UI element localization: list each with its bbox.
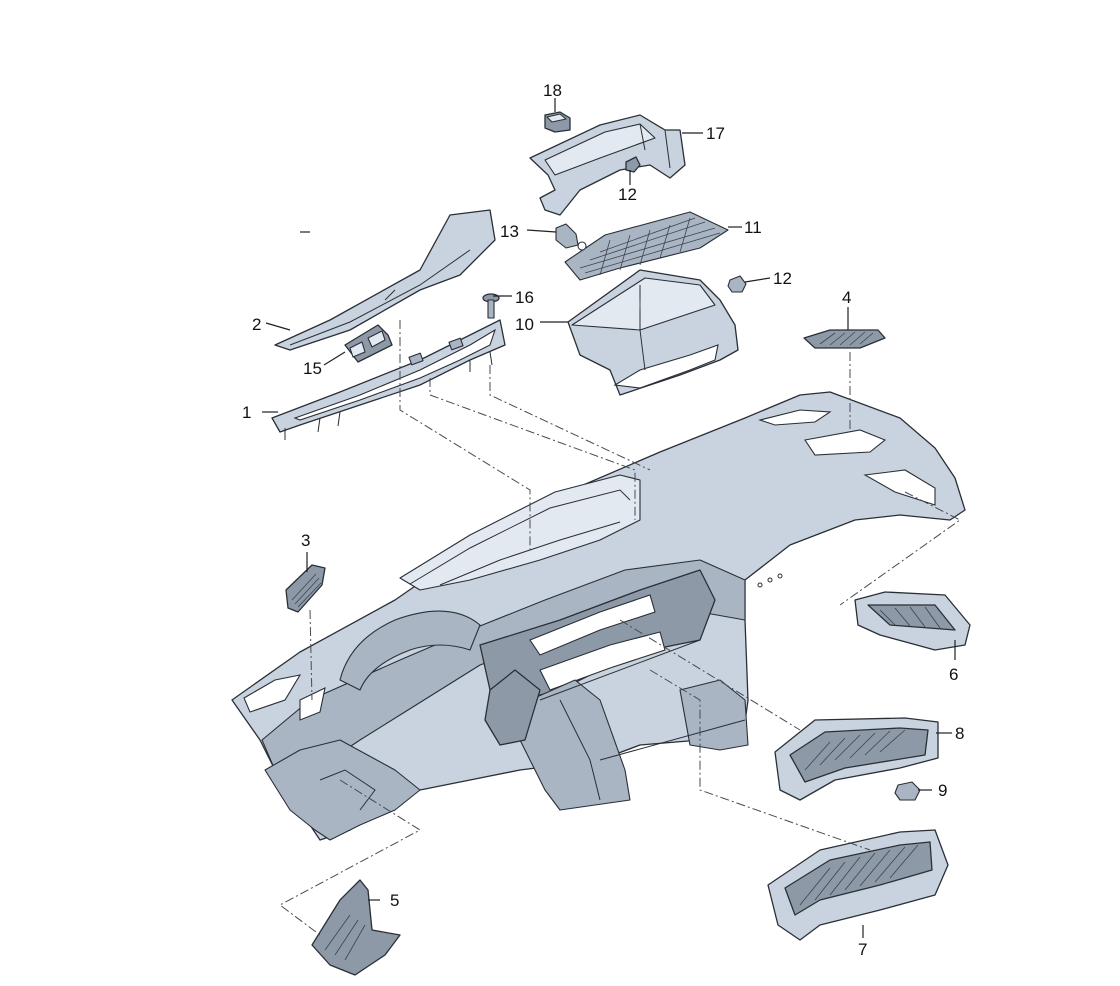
callout-18: 18 — [543, 81, 562, 100]
part-2-cover-strip — [274, 209, 496, 351]
part-18-module — [544, 111, 571, 133]
part-17-upper-housing — [529, 114, 686, 216]
part-16-screw — [482, 293, 500, 319]
callout-11: 11 — [744, 218, 762, 237]
part-11-mesh-cover — [564, 211, 729, 281]
part-5-lower-left-vent — [311, 879, 401, 976]
part-3-side-vent — [285, 564, 326, 613]
callout-16: 16 — [515, 288, 534, 307]
callout-1: 1 — [242, 403, 251, 422]
part-13-bracket — [555, 223, 587, 251]
part-9-clip — [894, 781, 921, 801]
callout-13: 13 — [500, 222, 519, 241]
callout-7: 7 — [858, 940, 867, 959]
callout-5: 5 — [390, 891, 399, 910]
part-12-clip-right — [727, 275, 747, 293]
callout-6: 6 — [949, 665, 958, 684]
callout-labels: 1 2 15 3 4 5 6 7 8 9 10 11 12 12 13 16 1… — [242, 81, 964, 959]
part-10-glove-box — [567, 269, 739, 396]
callout-10: 10 — [515, 315, 534, 334]
callout-17: 17 — [706, 124, 725, 143]
callout-12-right: 12 — [773, 269, 792, 288]
callout-4: 4 — [842, 288, 851, 307]
callout-3: 3 — [301, 531, 310, 550]
part-6-air-vent — [854, 591, 971, 651]
callout-8: 8 — [955, 724, 964, 743]
callout-2: 2 — [252, 315, 261, 334]
part-4-top-vent — [803, 329, 886, 349]
assembly-lines — [279, 300, 961, 936]
part-12-clip-upper — [625, 156, 641, 173]
part-7-lower-vent — [767, 829, 949, 941]
leader-lines — [262, 98, 956, 938]
callout-9: 9 — [938, 781, 947, 800]
part-8-center-vent — [774, 717, 939, 801]
callout-12-upper: 12 — [618, 185, 637, 204]
callout-15: 15 — [303, 359, 322, 378]
part-15-switch — [344, 324, 393, 363]
dashboard-panel — [231, 391, 966, 841]
